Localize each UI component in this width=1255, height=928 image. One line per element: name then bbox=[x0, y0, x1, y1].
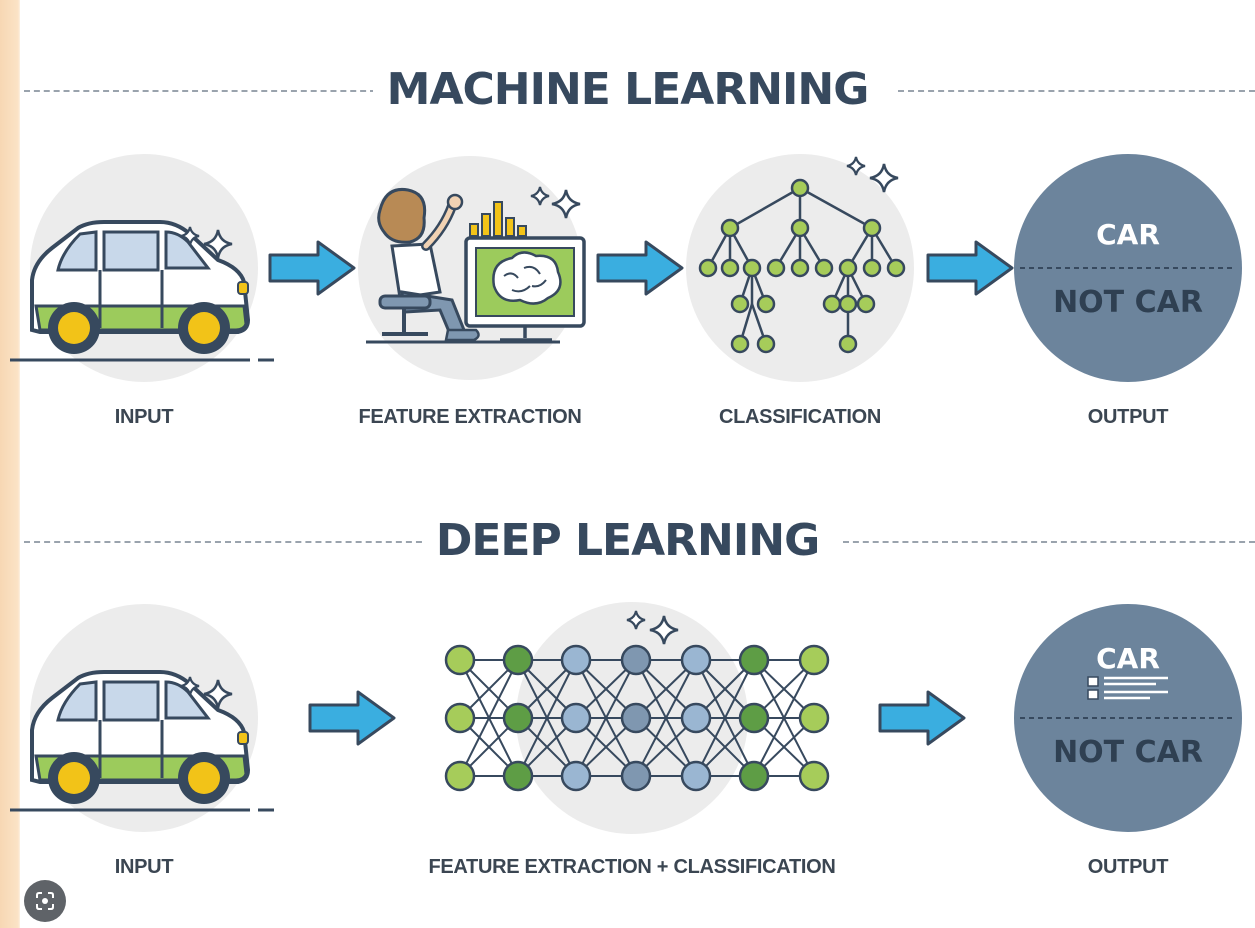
arrow-icon bbox=[308, 690, 396, 746]
dl-title-rule-right bbox=[843, 541, 1255, 543]
network-node bbox=[444, 702, 476, 734]
network-node bbox=[502, 760, 534, 792]
dl-output-car: CAR bbox=[1096, 642, 1160, 675]
ml-feature-extraction-illustration bbox=[358, 156, 586, 380]
ml-label-feature-extraction: FEATURE EXTRACTION bbox=[358, 406, 582, 428]
network-node bbox=[502, 644, 534, 676]
network-node bbox=[502, 702, 534, 734]
dl-input-illustration bbox=[8, 604, 276, 832]
dl-network-illustration bbox=[444, 602, 830, 834]
neural-network-nodes bbox=[444, 644, 830, 792]
image-search-icon bbox=[36, 892, 54, 910]
ml-label-input: INPUT bbox=[114, 406, 174, 428]
dl-output-not-car: NOT CAR bbox=[1053, 735, 1203, 770]
network-node bbox=[620, 760, 652, 792]
dl-label-output: OUTPUT bbox=[1087, 856, 1169, 878]
network-node bbox=[560, 644, 592, 676]
network-node bbox=[620, 702, 652, 734]
dl-title-text: DEEP LEARNING bbox=[421, 515, 834, 566]
network-node bbox=[444, 760, 476, 792]
dl-title-rule-left bbox=[24, 541, 432, 543]
network-connection bbox=[635, 659, 697, 777]
arrow-icon bbox=[268, 240, 356, 296]
dl-label-input: INPUT bbox=[114, 856, 174, 878]
ml-input-illustration bbox=[8, 154, 276, 382]
network-node bbox=[560, 760, 592, 792]
ml-output-car: CAR bbox=[1096, 218, 1160, 251]
network-node bbox=[798, 644, 830, 676]
ml-classification-illustration bbox=[686, 154, 914, 382]
image-search-button[interactable] bbox=[24, 880, 66, 922]
network-node bbox=[680, 644, 712, 676]
network-connection bbox=[459, 659, 519, 777]
arrow-icon bbox=[878, 690, 966, 746]
network-node bbox=[738, 702, 770, 734]
network-connection bbox=[575, 659, 637, 777]
ml-title-rule-left bbox=[24, 90, 376, 92]
network-node bbox=[798, 760, 830, 792]
network-connection bbox=[695, 659, 755, 777]
ml-section-title: MACHINE LEARNING bbox=[0, 63, 1255, 117]
network-node bbox=[560, 702, 592, 734]
decision-tree-icon bbox=[698, 178, 906, 354]
ml-output-not-car: NOT CAR bbox=[1053, 285, 1203, 320]
ml-title-rule-right bbox=[898, 90, 1255, 92]
ml-output-circle: CAR NOT CAR bbox=[1014, 154, 1242, 382]
ml-label-classification: CLASSIFICATION bbox=[718, 406, 882, 428]
network-node bbox=[680, 702, 712, 734]
arrow-icon bbox=[596, 240, 684, 296]
dl-section-title: DEEP LEARNING bbox=[0, 514, 1255, 568]
network-connection bbox=[753, 659, 815, 777]
arrow-icon bbox=[926, 240, 1014, 296]
person-at-computer-icon bbox=[366, 187, 586, 344]
ml-title-text: MACHINE LEARNING bbox=[372, 64, 883, 115]
network-node bbox=[798, 702, 830, 734]
dl-output-circle: CAR NOT CAR bbox=[1014, 604, 1242, 832]
checklist-icon bbox=[1087, 676, 1168, 700]
dl-label-feature-extraction-classification: FEATURE EXTRACTION + CLASSIFICATION bbox=[428, 856, 836, 878]
ml-label-output: OUTPUT bbox=[1087, 406, 1169, 428]
network-node bbox=[738, 644, 770, 676]
network-node bbox=[680, 760, 712, 792]
network-node bbox=[620, 644, 652, 676]
network-connection bbox=[517, 659, 577, 777]
network-node bbox=[738, 760, 770, 792]
network-node bbox=[444, 644, 476, 676]
